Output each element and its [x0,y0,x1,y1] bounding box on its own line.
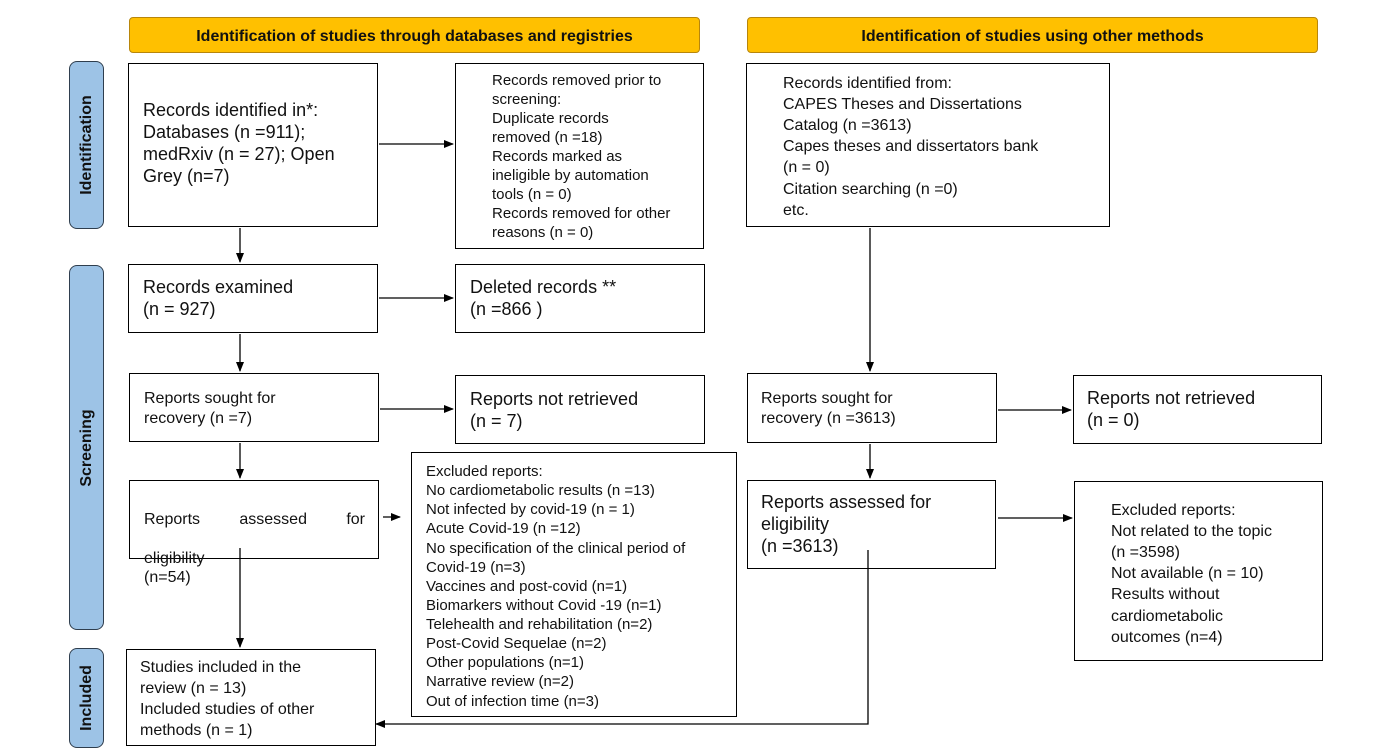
other-excluded-reports-box: Excluded reports: Not related to the top… [1074,481,1323,661]
records-identified-box: Records identified in*: Databases (n =91… [128,63,378,227]
deleted-records-box: Deleted records ** (n =866 ) [455,264,705,333]
other-reports-assessed-box: Reports assessed for eligibility (n =361… [747,480,996,569]
reports-assessed-first-line: Reports assessed for [144,510,365,528]
excluded-reports-box: Excluded reports: No cardiometabolic res… [411,452,737,717]
reports-not-retrieved-box: Reports not retrieved (n = 7) [455,375,705,444]
other-reports-sought-box: Reports sought for recovery (n =3613) [747,373,997,443]
other-records-identified-box: Records identified from: CAPES Theses an… [746,63,1110,227]
records-removed-box: Records removed prior to screening: Dupl… [455,63,704,249]
reports-assessed-rest: eligibility (n=54) [144,549,205,587]
phase-screening: Screening [69,265,104,630]
phase-included: Included [69,648,104,748]
reports-sought-box: Reports sought for recovery (n =7) [129,373,379,442]
reports-assessed-box: Reports assessed for eligibility (n=54) [129,480,379,586]
studies-included-box: Studies included in the review (n = 13) … [126,649,376,746]
header-databases: Identification of studies through databa… [129,17,700,53]
header-other-methods: Identification of studies using other me… [747,17,1318,53]
arrow-other-to-included [375,550,869,728]
phase-identification: Identification [69,61,104,229]
other-reports-not-retrieved-box: Reports not retrieved (n = 0) [1073,375,1322,444]
records-examined-box: Records examined (n = 927) [128,264,378,333]
